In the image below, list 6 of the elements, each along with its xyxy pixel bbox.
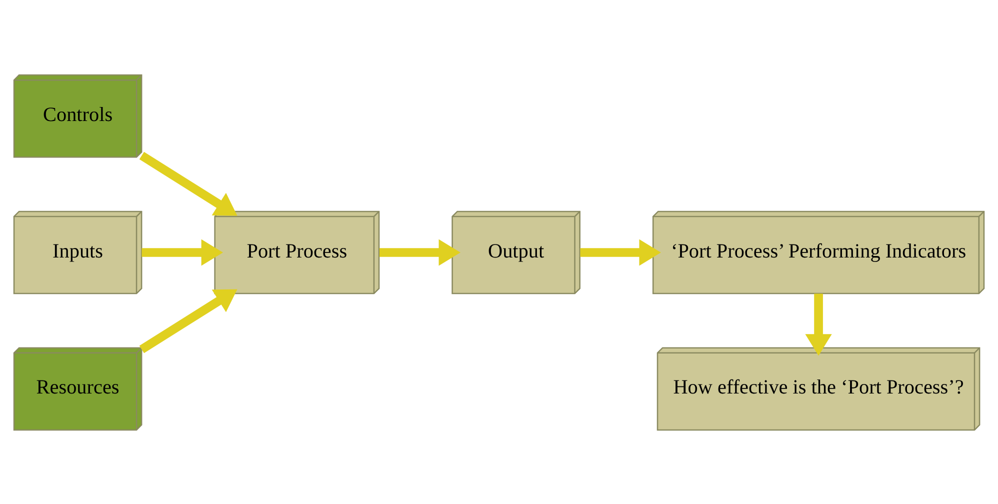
arrow — [139, 288, 238, 353]
arrow — [805, 293, 832, 356]
arrow — [142, 238, 224, 266]
arrow — [580, 238, 661, 266]
arrow — [379, 238, 460, 266]
arrow — [139, 151, 238, 216]
